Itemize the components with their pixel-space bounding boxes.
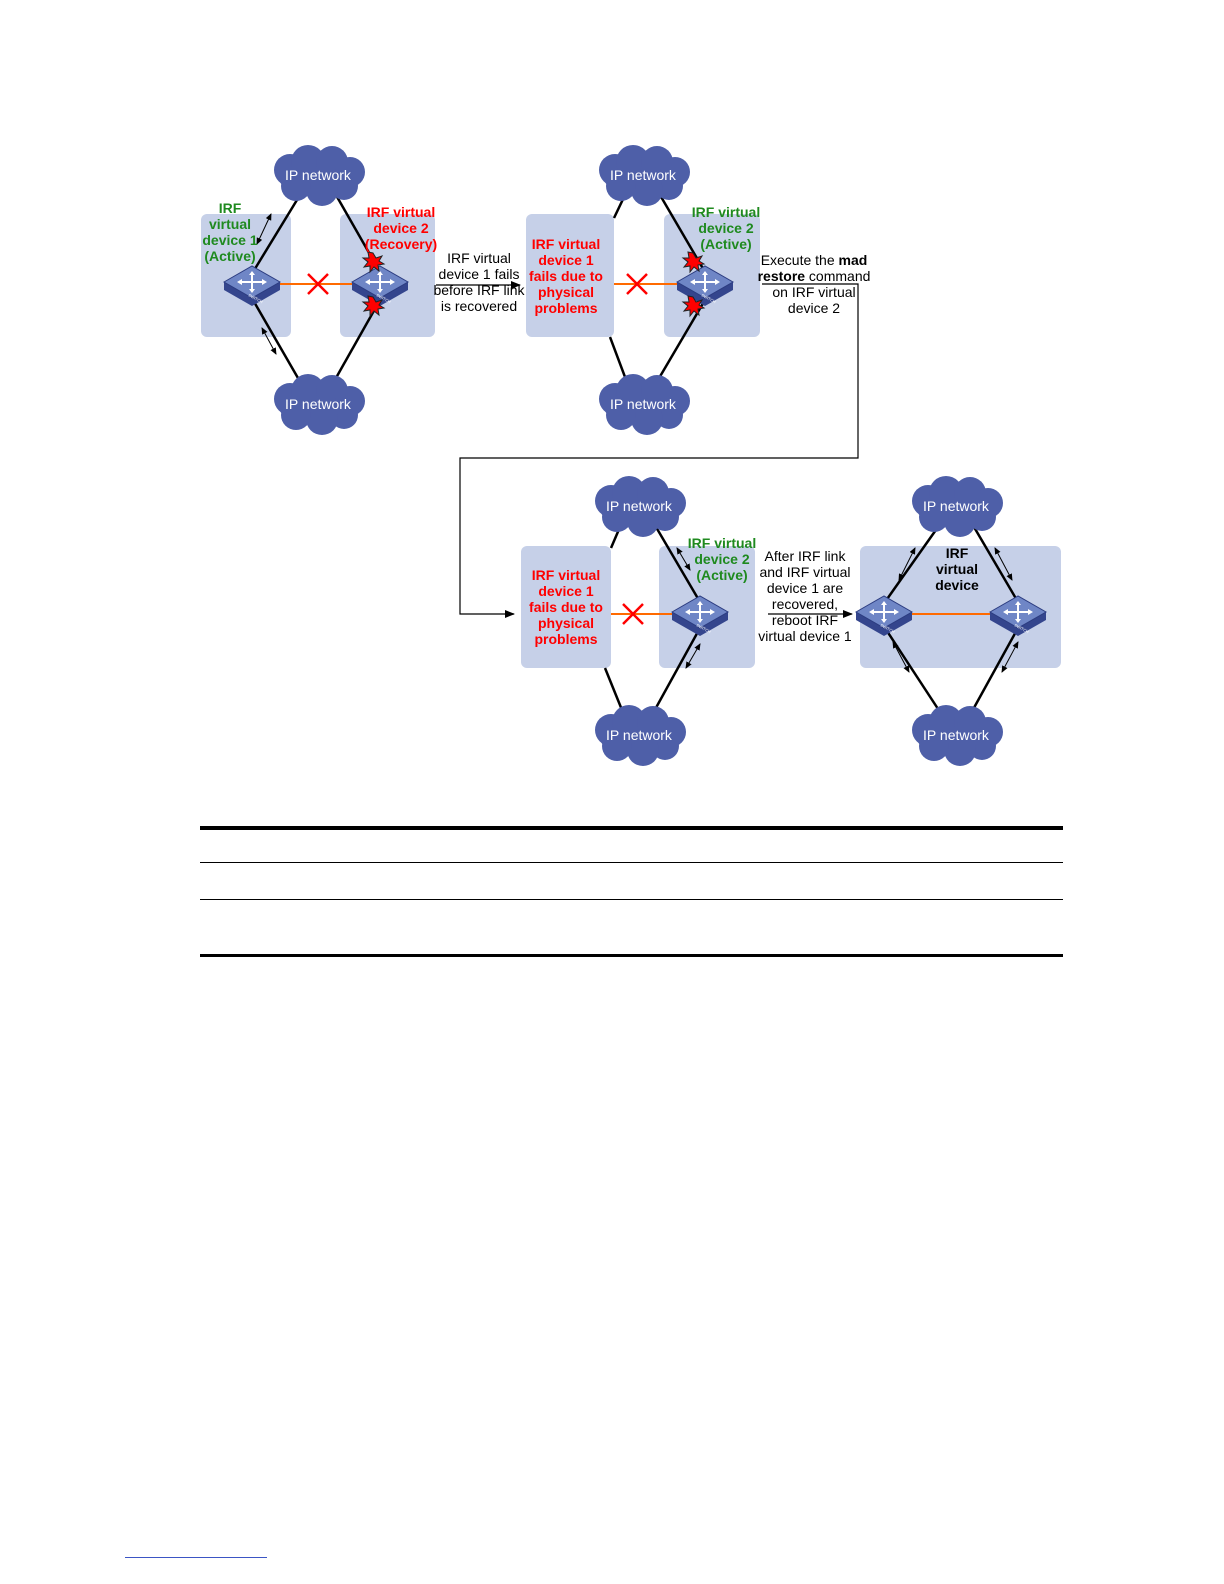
double-arrow-icon — [892, 641, 910, 673]
transition-1-caption: IRF virtual device 1 fails before IRF li… — [433, 250, 525, 314]
svg-text:problems: problems — [534, 300, 597, 316]
transition-2-caption: Execute the mad restore command on IRF v… — [758, 252, 871, 316]
device-1-region — [526, 214, 614, 337]
svg-text:fails due to: fails due to — [529, 268, 603, 284]
cloud-label: IP network — [923, 727, 990, 743]
table-header-rule — [200, 862, 1063, 863]
cloud-label: IP network — [606, 727, 673, 743]
double-arrow-icon — [256, 213, 272, 245]
device-1-label: IRF virtual device 1 (Active) — [202, 200, 257, 264]
svg-text:virtual: virtual — [209, 216, 251, 232]
cloud-label: IP network — [285, 396, 352, 412]
svg-text:device 2: device 2 — [694, 551, 749, 567]
cloud-label: IP network — [606, 498, 673, 514]
svg-text:is recovered: is recovered — [441, 298, 517, 314]
cloud-label: IP network — [923, 498, 990, 514]
device-1-label: IRF virtual device 1 fails due to physic… — [529, 236, 603, 316]
svg-text:IRF virtual: IRF virtual — [532, 236, 600, 252]
svg-text:(Active): (Active) — [204, 248, 255, 264]
table-row-rule — [200, 899, 1063, 900]
table-bottom-rule — [200, 954, 1063, 957]
svg-text:(Recovery): (Recovery) — [365, 236, 437, 252]
svg-text:device 1: device 1 — [202, 232, 257, 248]
panel-3: IP network IP network IRF virtual device… — [521, 476, 756, 766]
svg-text:device 1 are: device 1 are — [767, 580, 843, 596]
svg-text:physical: physical — [538, 615, 594, 631]
device-1-region — [521, 546, 611, 668]
svg-text:Execute the mad: Execute the mad — [761, 252, 868, 268]
device-2-label: IRF virtual device 2 (Active) — [692, 204, 760, 252]
cloud-label: IP network — [285, 167, 352, 183]
svg-text:physical: physical — [538, 284, 594, 300]
footer-link-underline[interactable] — [125, 1557, 267, 1558]
svg-text:device 1: device 1 — [538, 252, 593, 268]
svg-text:virtual device 1: virtual device 1 — [758, 628, 852, 644]
svg-text:device 1: device 1 — [538, 583, 593, 599]
device-2-label: IRF virtual device 2 (Recovery) — [365, 204, 437, 252]
svg-text:(Active): (Active) — [700, 236, 751, 252]
panel-1: IP network IP network IRF virtual device… — [201, 145, 437, 435]
table-top-rule — [200, 826, 1063, 830]
svg-text:device: device — [935, 577, 979, 593]
svg-text:and IRF virtual: and IRF virtual — [759, 564, 850, 580]
double-arrow-icon — [1001, 641, 1019, 673]
svg-text:problems: problems — [534, 631, 597, 647]
svg-text:device 2: device 2 — [373, 220, 428, 236]
svg-text:before IRF link: before IRF link — [433, 282, 525, 298]
svg-text:device 1 fails: device 1 fails — [439, 266, 520, 282]
svg-text:IRF virtual: IRF virtual — [532, 567, 600, 583]
double-arrow-icon — [261, 327, 277, 355]
double-arrow-icon — [685, 643, 701, 669]
panel-4: IP network IP network IRF virtual device — [855, 476, 1061, 766]
double-arrow-icon — [676, 547, 691, 571]
svg-text:(Active): (Active) — [696, 567, 747, 583]
svg-text:After IRF link: After IRF link — [765, 548, 847, 564]
svg-text:on IRF virtual: on IRF virtual — [772, 284, 855, 300]
fault-x-icon — [626, 273, 648, 295]
flow-arrow-icon — [459, 283, 859, 618]
svg-text:IRF: IRF — [219, 200, 242, 216]
double-arrow-icon — [994, 547, 1013, 581]
svg-text:IRF virtual: IRF virtual — [688, 535, 756, 551]
svg-text:recovered,: recovered, — [772, 596, 838, 612]
cloud-label: IP network — [610, 396, 677, 412]
double-arrow-icon — [898, 547, 916, 581]
svg-text:reboot IRF: reboot IRF — [772, 612, 838, 628]
svg-text:device 2: device 2 — [788, 300, 840, 316]
svg-text:IRF virtual: IRF virtual — [367, 204, 435, 220]
merged-device-label: IRF virtual device — [935, 545, 979, 593]
svg-text:virtual: virtual — [936, 561, 978, 577]
svg-text:IRF: IRF — [946, 545, 969, 561]
svg-text:restore command: restore command — [758, 268, 871, 284]
svg-text:device 2: device 2 — [698, 220, 753, 236]
fault-x-icon — [307, 273, 329, 295]
transition-3-caption: After IRF link and IRF virtual device 1 … — [758, 548, 852, 644]
fault-x-icon — [622, 603, 644, 625]
panel-2: IP network IP network IRF virtual device… — [526, 145, 760, 435]
device-2-label: IRF virtual device 2 (Active) — [688, 535, 756, 583]
svg-text:IRF virtual: IRF virtual — [692, 204, 760, 220]
svg-text:IRF virtual: IRF virtual — [447, 250, 511, 266]
device-1-label: IRF virtual device 1 fails due to physic… — [529, 567, 603, 647]
cloud-label: IP network — [610, 167, 677, 183]
svg-text:fails due to: fails due to — [529, 599, 603, 615]
